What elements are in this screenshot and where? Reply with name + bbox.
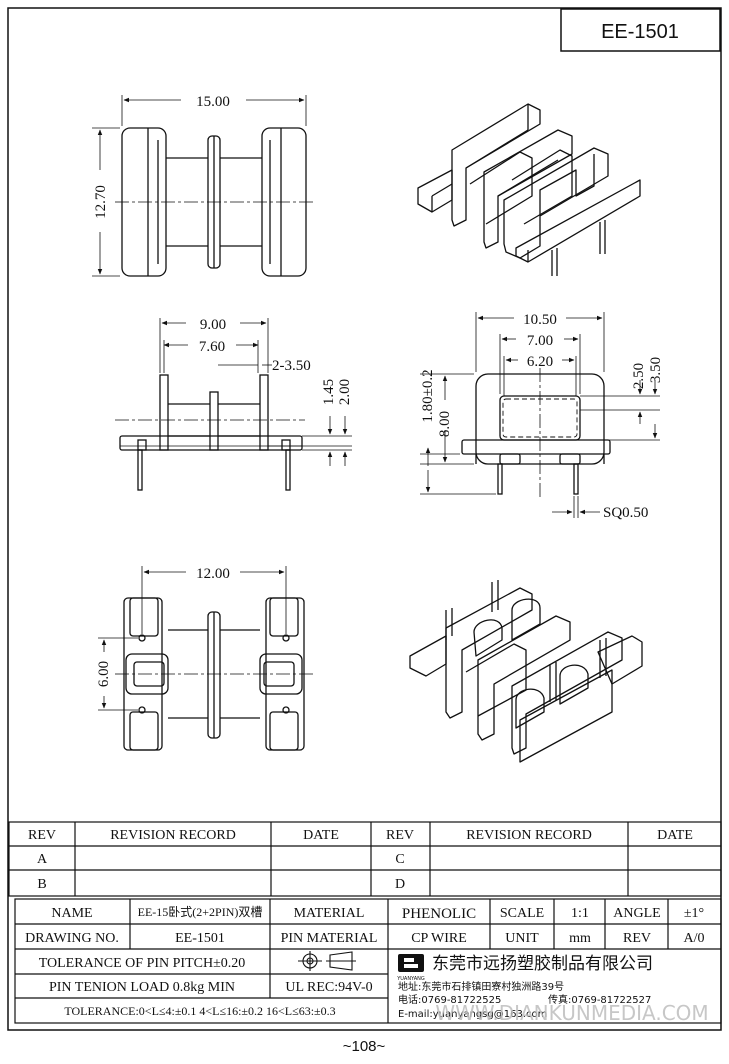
dim-top-width: 15.00 <box>196 94 230 110</box>
date-header-1: DATE <box>303 828 339 843</box>
pin-material-value: CP WIRE <box>411 931 467 946</box>
unit-label: UNIT <box>505 931 539 946</box>
title-code: EE-1501 <box>601 21 679 43</box>
scale-value: 1:1 <box>571 906 589 921</box>
scale-label: SCALE <box>500 906 544 921</box>
material-label: MATERIAL <box>294 906 365 921</box>
company-name: 东莞市远扬塑胶制品有限公司 <box>432 954 653 974</box>
company-email: E-mail:yuanyangsg@163.com <box>398 1009 547 1020</box>
front-view <box>420 312 660 518</box>
side-view <box>115 318 352 491</box>
date-header-2: DATE <box>657 828 693 843</box>
drawing-no-label: DRAWING NO. <box>25 931 119 946</box>
tolerance-general: TOLERANCE:0<L≤4:±0.1 4<L≤16:±0.2 16<L≤63… <box>64 1004 335 1018</box>
projection-symbol-icon <box>298 951 356 971</box>
dim-side-9: 9.00 <box>200 317 226 333</box>
dim-side-1-45: 1.45 <box>321 379 337 405</box>
revision-table <box>8 821 722 897</box>
company-fax: 传真:0769-81722527 <box>548 993 651 1006</box>
dim-bottom-6: 6.00 <box>96 661 112 687</box>
angle-value: ±1° <box>684 906 704 921</box>
drawing-no-value: EE-1501 <box>175 931 225 946</box>
dim-front-1-8: 1.80±0.2 <box>420 369 436 422</box>
sheet-border <box>7 7 722 1031</box>
unit-value: mm <box>569 931 591 946</box>
spec-table <box>14 898 722 1024</box>
company-tel: 电话:0769-81722525 <box>398 993 501 1006</box>
name-label: NAME <box>51 906 92 921</box>
dim-side-2-3-5: 2-3.50 <box>272 358 311 374</box>
iso-view-1 <box>417 103 641 276</box>
pin-load: PIN TENION LOAD 0.8kg MIN <box>49 980 235 995</box>
dim-side-2: 2.00 <box>337 379 353 405</box>
page-number: ~108~ <box>343 1038 386 1055</box>
rev-row-a: A <box>37 852 48 867</box>
rev-header-1: REV <box>28 828 56 843</box>
dim-front-7: 7.00 <box>527 333 553 349</box>
rev-value: A/0 <box>684 931 705 946</box>
dim-front-3-5: 3.50 <box>648 357 664 383</box>
company-address: 地址:东莞市石排镇田寮村独洲路39号 <box>398 980 564 993</box>
company-logo-icon: YUANYANG <box>396 954 425 982</box>
bottom-view <box>98 566 315 751</box>
dim-front-10-5: 10.50 <box>523 312 557 328</box>
dim-side-7-6: 7.60 <box>199 339 225 355</box>
revision-record-header-2: REVISION RECORD <box>466 828 592 843</box>
tolerance-pitch: TOLERANCE OF PIN PITCH±0.20 <box>39 956 246 971</box>
material-value: PHENOLIC <box>402 906 476 922</box>
top-view <box>92 95 315 277</box>
revision-record-header-1: REVISION RECORD <box>110 828 236 843</box>
dim-front-2-5: 2.50 <box>631 363 647 389</box>
pin-material-label: PIN MATERIAL <box>281 931 378 946</box>
rev-row-b: B <box>37 877 46 892</box>
title-code-box: EE-1501 <box>560 8 721 52</box>
rev-header-2: REV <box>386 828 414 843</box>
rev-row-c: C <box>395 852 404 867</box>
dim-front-sq: SQ0.50 <box>603 505 648 521</box>
dim-front-6-2: 6.20 <box>527 354 553 370</box>
angle-label: ANGLE <box>613 906 660 921</box>
company-logo-text: YUANYANG <box>396 976 425 982</box>
dim-front-8: 8.00 <box>437 411 453 437</box>
rev-row-d: D <box>395 877 405 892</box>
dim-bottom-12: 12.00 <box>196 566 230 582</box>
dim-top-height: 12.70 <box>93 185 109 219</box>
rev-label: REV <box>623 931 651 946</box>
watermark: WWW.DIANKUNMEDIA.COM <box>435 1001 708 1025</box>
ul-rating: UL REC:94V-0 <box>285 980 372 995</box>
name-value: EE-15卧式(2+2PIN)双槽 <box>138 905 263 919</box>
iso-view-2 <box>409 580 643 763</box>
